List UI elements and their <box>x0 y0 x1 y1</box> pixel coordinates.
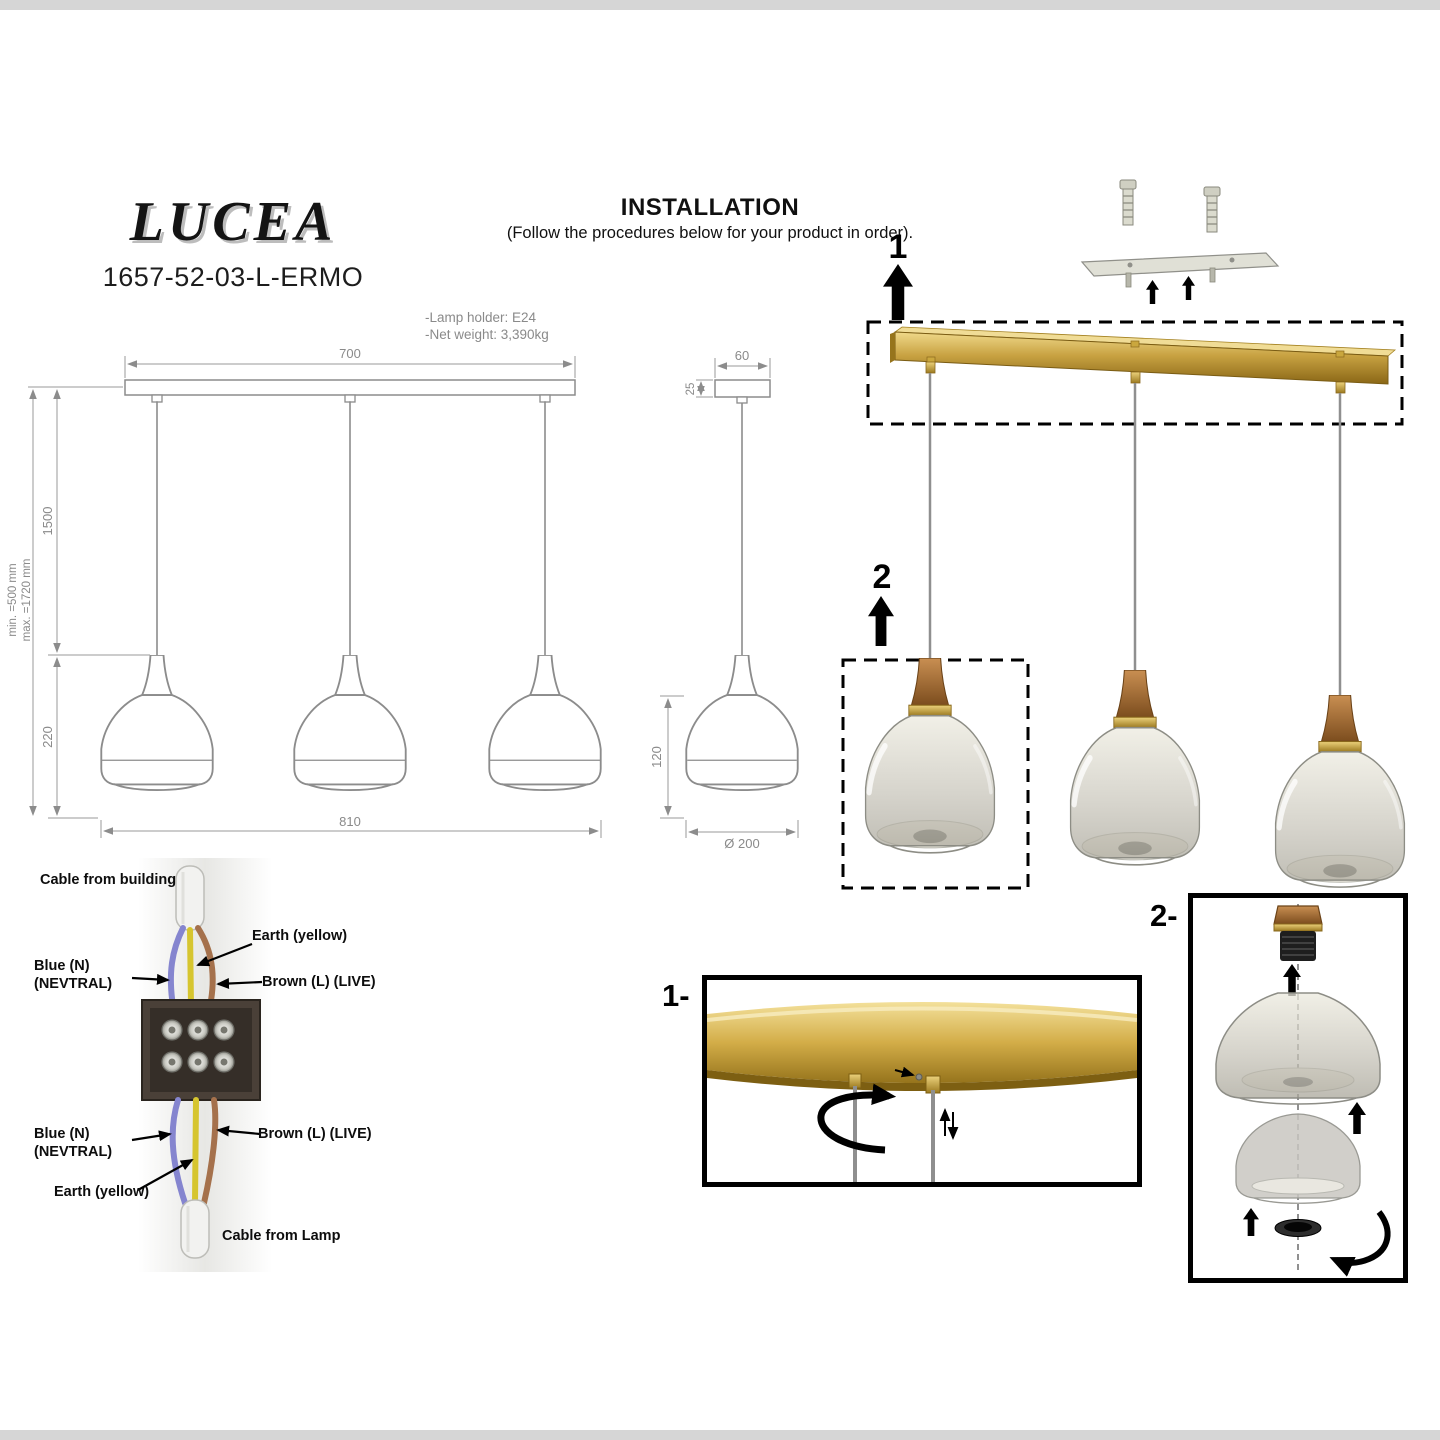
arrow-up-to-diffuser <box>1243 1208 1259 1236</box>
brand-logo: LUCEA <box>129 191 337 253</box>
dim-shade-diameter: Ø 200 <box>724 836 759 851</box>
side-canopy-outline <box>714 379 771 398</box>
label-earth-top: Earth (yellow) <box>252 928 348 944</box>
ceiling-bar-outline <box>124 379 576 396</box>
cable-grips <box>151 394 551 403</box>
brown-wire-top <box>195 925 216 1009</box>
rotate-arrow-cw <box>1329 1210 1391 1277</box>
dim-min-length: min. =500 mm <box>7 563 19 636</box>
dim-shade-height: 220 <box>40 726 55 748</box>
building-cable <box>175 865 205 931</box>
step1-number: 1 <box>889 228 908 266</box>
mounting-bracket <box>1080 252 1280 304</box>
side-view <box>685 379 799 791</box>
label-blue-bottom: Blue (N) (NEVTRAL) <box>34 1126 113 1160</box>
label-brown-bottom: Brown (L) (LIVE) <box>258 1126 372 1142</box>
inner-diffuser <box>1235 1113 1361 1204</box>
retaining-ring <box>1274 1219 1322 1237</box>
step2-arrow-up <box>868 596 894 646</box>
cables <box>156 401 546 656</box>
render-pendant-3 <box>1276 695 1405 887</box>
wiring-pointer-arrows <box>131 942 263 1191</box>
label-cable-from-building: Cable from building <box>40 872 177 888</box>
canopy-highlight <box>706 1006 1138 1022</box>
dim-side-shade-height: 120 <box>649 746 664 768</box>
pendant-outline-2 <box>293 655 407 791</box>
detail2-drawing <box>1215 904 1391 1277</box>
grub-screw-pointer <box>894 1066 923 1081</box>
blue-wire-bottom <box>169 1097 188 1206</box>
side-dimensions <box>660 358 799 838</box>
detail-box-1 <box>702 975 1142 1187</box>
brown-wire-bottom <box>201 1097 219 1206</box>
dim-cable-length: 1500 <box>40 507 55 536</box>
dim-canopy-width: 60 <box>735 348 749 363</box>
detail2-label: 2- <box>1150 898 1178 933</box>
label-cable-from-lamp: Cable from Lamp <box>222 1228 341 1244</box>
detail1-drawing <box>706 1002 1138 1182</box>
arrow-up-to-shade <box>1348 1102 1366 1134</box>
rotate-arrow-ccw <box>817 1083 897 1154</box>
spec-notes: -Lamp holder: E24 -Net weight: 3,390kg <box>425 310 549 342</box>
pendant-outline-3 <box>488 655 602 791</box>
wiring-diagram <box>131 858 272 1272</box>
technical-drawing: -Lamp holder: E24 -Net weight: 3,390kg <box>7 310 799 851</box>
yellow-wire-top <box>187 927 194 1009</box>
wires-top <box>167 925 216 1009</box>
mounting-screws <box>1119 179 1221 233</box>
lamp-cable <box>180 1199 210 1259</box>
canopy-lip <box>707 1070 1137 1091</box>
brass-ceiling-bar <box>890 326 1397 394</box>
model-number: 1657-52-03-L-ERMO <box>102 262 364 292</box>
wires-bottom <box>169 1097 219 1206</box>
bottom-border-strip <box>0 1430 1440 1440</box>
blue-wire-top <box>167 925 186 1009</box>
step1-arrow-up <box>883 264 913 320</box>
installation-subtitle: (Follow the procedures below for your pr… <box>506 224 914 242</box>
label-brown-top: Brown (L) (LIVE) <box>262 974 376 990</box>
installation-heading: INSTALLATION (Follow the procedures belo… <box>425 194 995 243</box>
yellow-wire-bottom <box>192 1097 199 1206</box>
bracket-arrow-up-2 <box>1182 276 1195 300</box>
dim-bar-width: 700 <box>339 346 361 361</box>
dim-max-length: max. =1720 mm <box>21 559 33 642</box>
outer-glass-shade <box>1215 992 1381 1105</box>
render-pendant-1 <box>866 658 995 853</box>
side-cable-grip <box>736 396 748 404</box>
front-view <box>100 379 602 791</box>
brand-block: LUCEA 1657-52-03-L-ERMO <box>88 190 378 293</box>
pendant-outline-1 <box>100 655 214 791</box>
spec-lamp-holder: -Lamp holder: E24 <box>425 310 537 325</box>
front-dimensions <box>28 356 602 838</box>
detail-box-2 <box>1188 893 1408 1283</box>
detail1-label: 1- <box>662 978 690 1013</box>
dim-canopy-height: 25 <box>685 383 697 396</box>
canopy-gold-band <box>707 1002 1137 1083</box>
canopy-cables <box>848 1073 941 1182</box>
installation-render: 1 2 <box>841 179 1440 920</box>
step2-number: 2 <box>873 558 892 596</box>
bracket-arrow-up-1 <box>1146 280 1159 304</box>
spec-net-weight: -Net weight: 3,390kg <box>425 327 549 342</box>
side-pendant-outline <box>685 655 799 791</box>
dim-overall-width: 810 <box>339 814 361 829</box>
terminal-block <box>141 999 261 1101</box>
render-pendant-2 <box>1071 670 1200 865</box>
socket-assembly <box>1273 905 1323 961</box>
top-border-strip <box>0 0 1440 10</box>
cable-slide-arrows <box>939 1108 959 1140</box>
label-blue-top: Blue (N) (NEVTRAL) <box>34 958 113 992</box>
installation-title: INSTALLATION <box>620 194 800 221</box>
label-earth-bottom: Earth (yellow) <box>54 1184 150 1200</box>
render-cables <box>928 373 1342 697</box>
